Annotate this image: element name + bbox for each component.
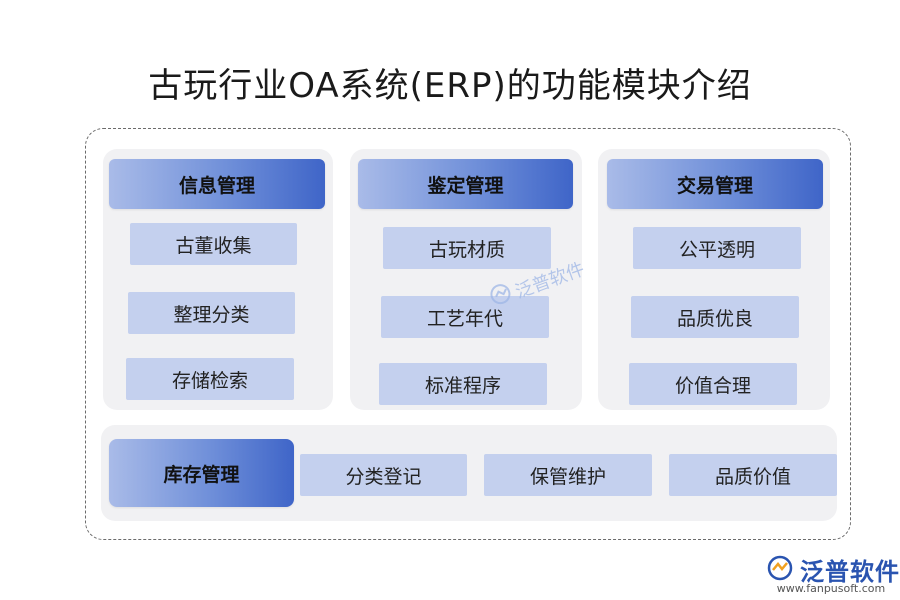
module-item[interactable]: 标准程序 [379,363,547,405]
module-header-inventory-management[interactable]: 库存管理 [109,439,294,507]
module-item[interactable]: 存储检索 [126,358,294,400]
watermark-logo-icon [486,280,516,313]
brand-name: 泛普软件 [800,558,900,586]
brand-logo[interactable]: 泛普软件 www.fanpusoft.com [766,552,900,595]
module-item[interactable]: 整理分类 [128,292,295,334]
module-item[interactable]: 古玩材质 [383,227,551,269]
module-item[interactable]: 品质价值 [669,454,837,496]
watermark: 泛普软件 [486,254,587,313]
brand-logo-icon [766,554,794,586]
module-item[interactable]: 工艺年代 [381,296,549,338]
module-header-info-management[interactable]: 信息管理 [109,159,325,209]
module-item[interactable]: 价值合理 [629,363,797,405]
module-item[interactable]: 品质优良 [631,296,799,338]
module-item[interactable]: 公平透明 [633,227,801,269]
module-item[interactable]: 保管维护 [484,454,652,496]
module-container [85,128,851,540]
page-title: 古玩行业OA系统(ERP)的功能模块介绍 [148,66,752,106]
module-item[interactable]: 古董收集 [130,223,297,265]
brand-url[interactable]: www.fanpusoft.com [776,582,886,595]
module-header-appraisal-management[interactable]: 鉴定管理 [358,159,573,209]
module-item[interactable]: 分类登记 [300,454,467,496]
module-header-trade-management[interactable]: 交易管理 [607,159,823,209]
